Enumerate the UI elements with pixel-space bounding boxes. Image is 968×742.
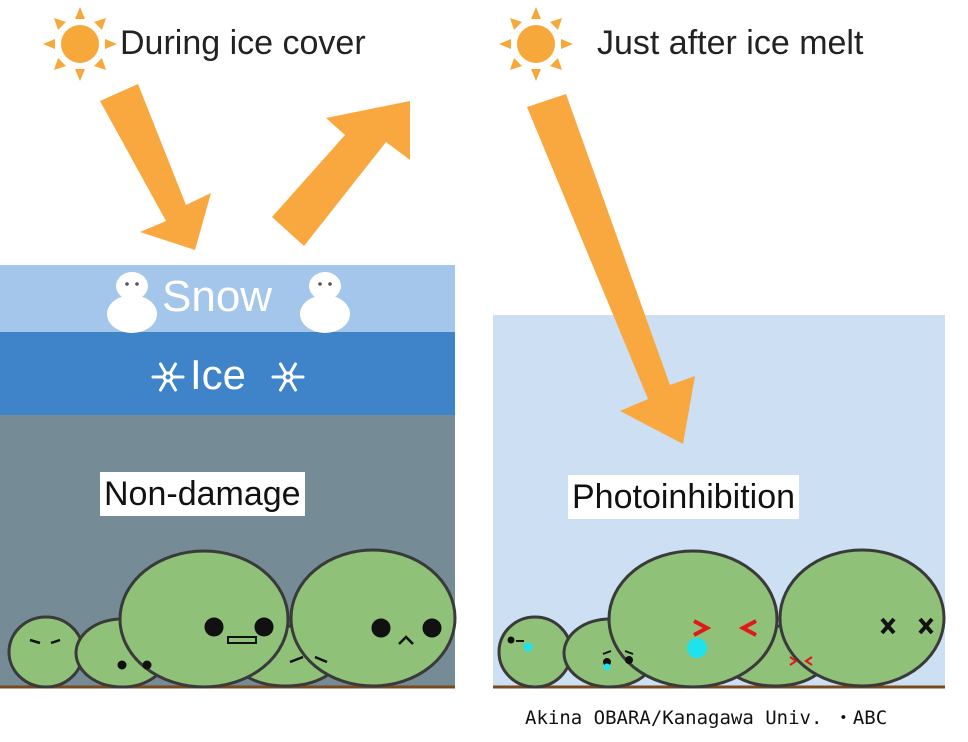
algae-ball [118, 549, 290, 689]
ice-label: Ice [190, 351, 247, 398]
snowflake-icon [151, 362, 185, 392]
credit-text: Akina OBARA/Kanagawa Univ. ・ABC [525, 707, 888, 729]
ice-layer [0, 332, 455, 415]
penetrating-light-arrow [527, 94, 695, 444]
algae-ball [289, 548, 457, 688]
algae-face [507, 617, 934, 671]
reflected-light-arrow [272, 101, 410, 246]
snowflake-icon [271, 362, 305, 392]
algae-face [29, 617, 442, 670]
sun-icon [43, 7, 117, 81]
snow-layer [0, 265, 455, 332]
algae-ball [497, 615, 573, 689]
right-heading: Just after ice melt [597, 24, 864, 62]
incoming-light-arrow [100, 84, 211, 250]
sun-icon [499, 7, 573, 81]
left-heading: During ice cover [120, 24, 366, 62]
snowman-icon [107, 272, 157, 333]
algae-ball [778, 548, 946, 688]
left-panel [0, 265, 457, 689]
algae-ball [607, 549, 779, 689]
non-damage-label: Non-damage [100, 472, 305, 516]
snowman-icon [300, 272, 350, 333]
photoinhibition-label: Photoinhibition [568, 475, 800, 519]
algae-ball [7, 615, 85, 689]
snow-label: Snow [162, 272, 273, 321]
